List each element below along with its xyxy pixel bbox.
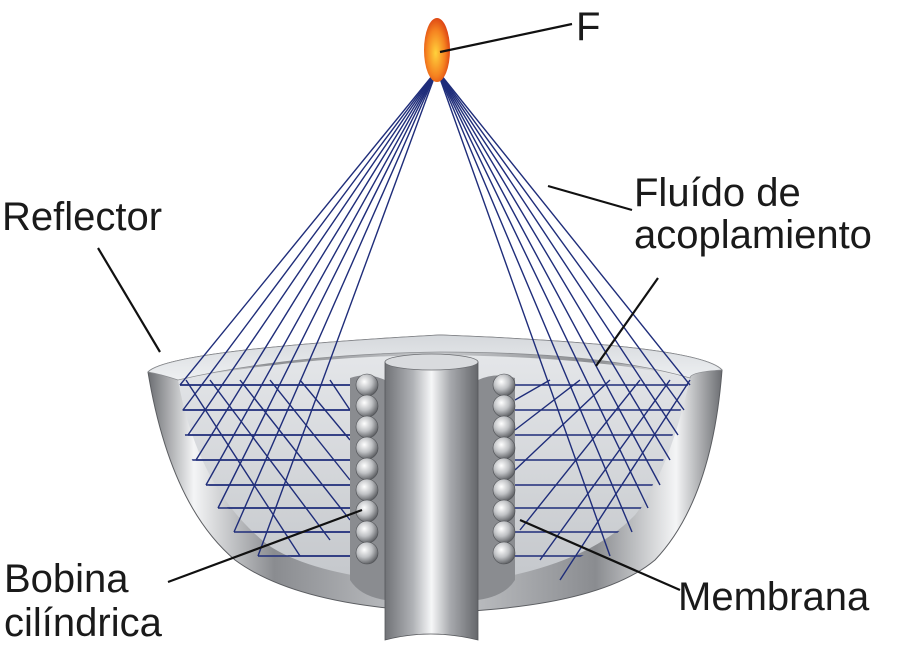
ray-line xyxy=(539,379,671,561)
coil-column-left xyxy=(355,373,379,565)
ray-line xyxy=(239,379,351,521)
label-coil-line2: cilíndrica xyxy=(4,601,163,645)
ray-line xyxy=(436,69,671,461)
ray-line xyxy=(436,69,611,557)
ray-line xyxy=(329,379,351,411)
coil-ball xyxy=(492,478,516,502)
central-cylinder xyxy=(384,355,479,641)
ray-line xyxy=(436,69,661,486)
cylinder-top xyxy=(384,353,479,371)
coil-ball xyxy=(355,478,379,502)
coil-ball xyxy=(492,520,516,544)
ray-line xyxy=(187,69,438,436)
ray-line xyxy=(436,69,691,386)
label-fluid-line2: acoplamiento xyxy=(634,213,872,257)
label-focus: F xyxy=(576,5,600,49)
coil-ball xyxy=(355,457,379,481)
coil-ball xyxy=(492,457,516,481)
ray-line xyxy=(514,379,611,471)
focus-point xyxy=(424,18,450,82)
leader-membrane xyxy=(519,518,681,592)
label-fluid-line1: Fluído de xyxy=(634,171,801,215)
ray-line xyxy=(269,379,351,481)
ray-line xyxy=(519,379,641,531)
coil-ball xyxy=(355,520,379,544)
leader-focus xyxy=(439,22,573,54)
leader-reflector xyxy=(97,247,161,353)
leader-coil xyxy=(167,508,363,584)
label-coil-line1: Bobina xyxy=(4,557,129,601)
label-reflector: Reflector xyxy=(2,195,162,239)
ray-line xyxy=(514,379,551,401)
coil-ball xyxy=(492,394,516,418)
ray-line xyxy=(436,69,649,509)
ray-line xyxy=(299,379,351,441)
ray-line xyxy=(195,69,438,461)
coil-ball xyxy=(355,415,379,439)
leader-lines xyxy=(97,22,681,592)
coil-ball xyxy=(492,373,516,397)
ray-line xyxy=(209,379,331,541)
ray-line xyxy=(179,69,438,386)
ray-line xyxy=(217,69,438,509)
coil-ball xyxy=(492,415,516,439)
coil-ball xyxy=(355,541,379,565)
coil-ball xyxy=(492,499,516,523)
coil-ball xyxy=(492,541,516,565)
coil-ball xyxy=(355,373,379,397)
label-membrane: Membrana xyxy=(678,575,870,619)
ray-line xyxy=(182,69,438,411)
ray-line xyxy=(436,69,679,436)
ray-line xyxy=(205,69,438,486)
coil-ball xyxy=(492,436,516,460)
ray-line xyxy=(436,69,633,533)
focused-rays xyxy=(179,69,691,581)
coil-ball xyxy=(355,436,379,460)
leader-fluid-surface xyxy=(595,277,659,367)
ray-line xyxy=(257,69,438,557)
ray-line xyxy=(436,69,685,411)
coil-column-right xyxy=(492,373,516,565)
coil-ball xyxy=(355,394,379,418)
leader-fluid-rays xyxy=(547,184,633,212)
reflector-rim xyxy=(147,334,723,381)
ray-line xyxy=(514,379,581,431)
ray-line xyxy=(233,69,438,533)
ray-line xyxy=(185,379,301,557)
